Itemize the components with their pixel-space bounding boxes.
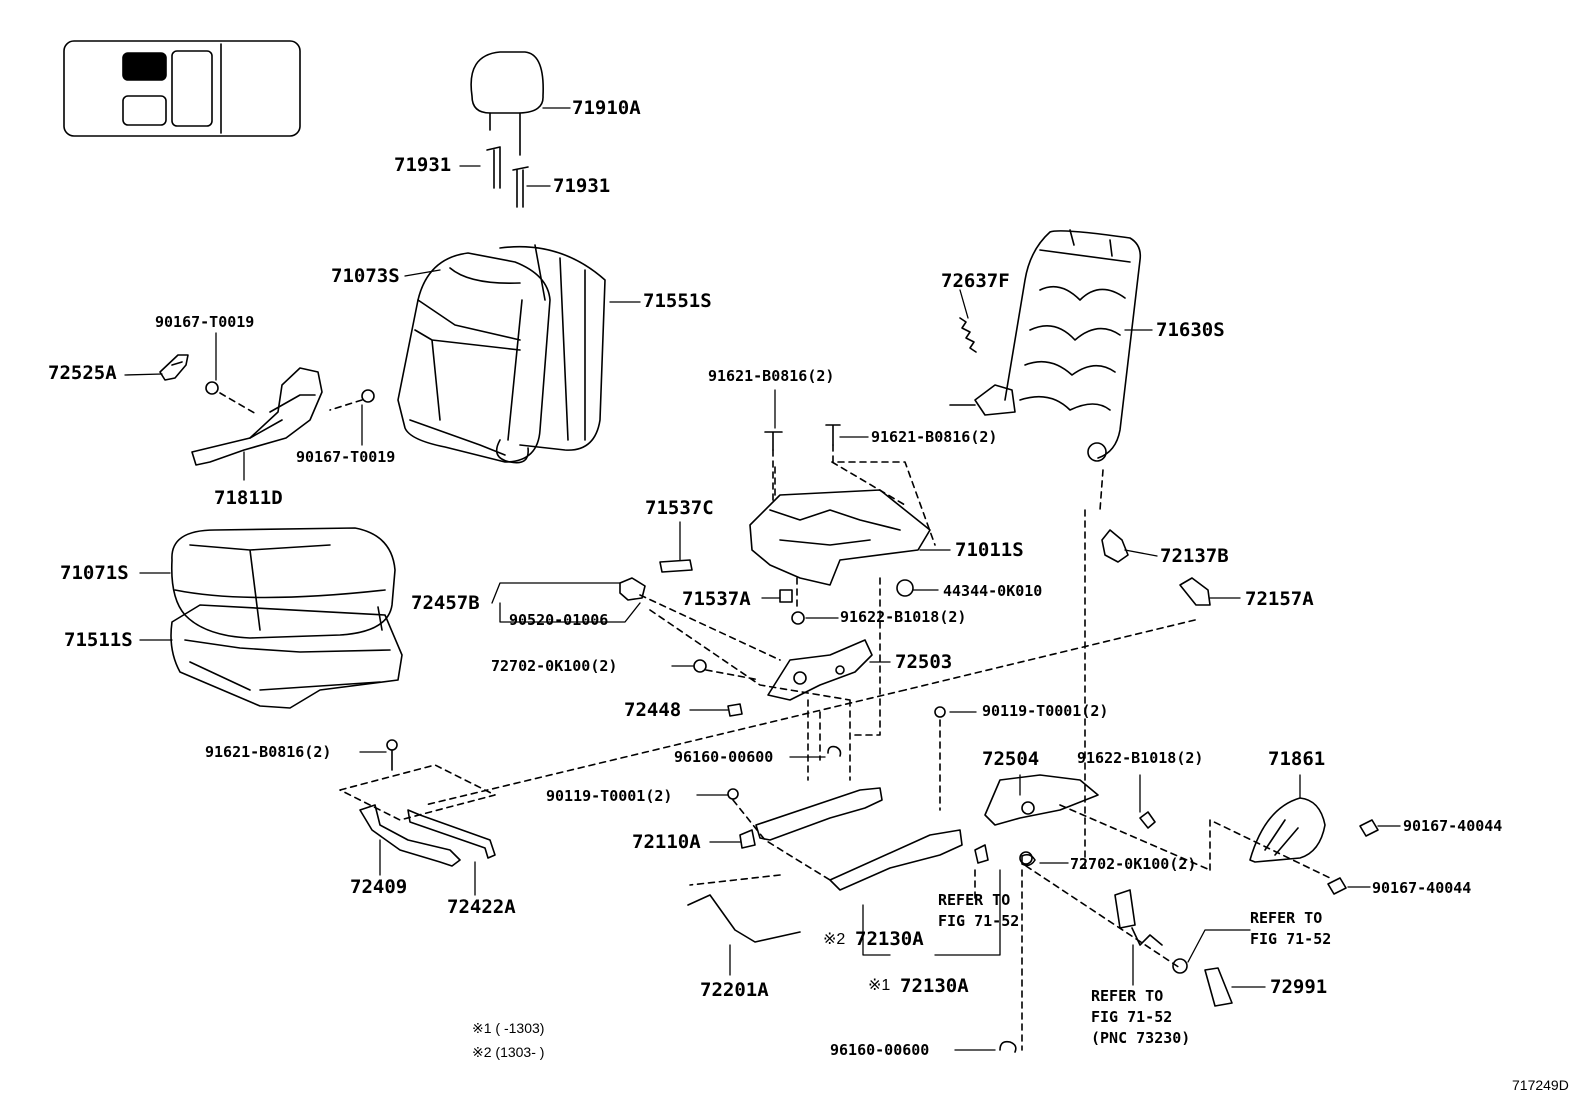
72637F-spring-shape: [959, 317, 977, 353]
part-label-90520-01006[interactable]: 90520-01006: [509, 611, 609, 629]
part-label-72448[interactable]: 72448: [624, 699, 682, 721]
bolt-91621b-shape: [825, 424, 841, 446]
part-label-71551S[interactable]: 71551S: [643, 290, 712, 312]
96160a-clip-shape: [827, 745, 842, 757]
part-label-90119-T0001-a[interactable]: 90119-T0001(2): [982, 702, 1109, 720]
part-label-96160-00600-a[interactable]: 96160-00600: [674, 748, 774, 766]
part-label-91621-B0816-b[interactable]: 91621-B0816(2): [871, 428, 998, 446]
footnote-variant-1: ※1 ( -1303): [472, 1020, 545, 1036]
refer-to-fig-note-3[interactable]: REFER TO FIG 71-52 (PNC 73230): [1091, 987, 1191, 1047]
part-label-72457B[interactable]: 72457B: [411, 592, 480, 614]
seat-track-rails-shape: [727, 706, 1156, 891]
part-label-72525A[interactable]: 72525A: [48, 362, 117, 384]
part-label-72422A[interactable]: 72422A: [447, 896, 516, 918]
dash-lines-lower: [732, 799, 1331, 1051]
part-label-90167-40044-a[interactable]: 90167-40044: [1403, 817, 1503, 835]
seatbelt-buckle-shape: [1114, 889, 1188, 974]
71537A-pad-shape: [779, 589, 793, 603]
71861-cover-shape: [1249, 797, 1379, 895]
96160b-clip-shape: [999, 1040, 1017, 1053]
part-label-91621-B0816-a[interactable]: 91621-B0816(2): [708, 367, 835, 385]
part-label-72702-0K100-a[interactable]: 72702-0K100(2): [491, 657, 618, 675]
dash-lines-upper: [772, 444, 1104, 841]
part-label-90167-40044-b[interactable]: 90167-40044: [1372, 879, 1472, 897]
72201A-wire-shape: [687, 894, 801, 943]
72137B-shape: [1101, 529, 1129, 563]
part-label-71011S[interactable]: 71011S: [955, 539, 1024, 561]
72409-rod-shape: [359, 739, 496, 867]
part-label-90119-T0001-b[interactable]: 90119-T0001(2): [546, 787, 673, 805]
part-label-72130A-variant-2[interactable]: 72130A: [855, 928, 924, 950]
part-label-71931-left[interactable]: 71931: [394, 154, 452, 176]
72448-pin-shape: [727, 703, 743, 717]
72991-cover-shape: [1204, 967, 1233, 1007]
part-label-96160-00600-b[interactable]: 96160-00600: [830, 1041, 930, 1059]
variant-mark-2: ※2: [823, 931, 846, 948]
91622a-bolt-shape: [791, 611, 805, 625]
71011S-seat-frame-shape: [749, 461, 931, 611]
72702b-bolt-shape: [1021, 853, 1036, 867]
part-label-72201A[interactable]: 72201A: [700, 979, 769, 1001]
part-label-91622-B1018-a[interactable]: 91622-B1018(2): [840, 608, 967, 626]
part-label-71910A[interactable]: 71910A: [572, 97, 641, 119]
part-label-72110A[interactable]: 72110A: [632, 831, 701, 853]
part-label-71511S[interactable]: 71511S: [64, 629, 133, 651]
bolt-91621a-shape: [764, 431, 783, 451]
refer-to-fig-note-1[interactable]: REFER TO FIG 71-52: [938, 891, 1020, 930]
72503-recliner-shape: [767, 639, 873, 701]
seatback-cover-shape: [397, 244, 606, 464]
part-label-72409[interactable]: 72409: [350, 876, 408, 898]
part-label-91622-B1018-b[interactable]: 91622-B1018(2): [1077, 749, 1204, 767]
part-label-71811D[interactable]: 71811D: [214, 487, 283, 509]
headrest-shape: [470, 51, 544, 208]
part-label-71931-right[interactable]: 71931: [553, 175, 611, 197]
dash-lines-middle: [339, 594, 1196, 886]
part-label-71537C[interactable]: 71537C: [645, 497, 714, 519]
72702a-bolt-shape: [693, 659, 707, 673]
part-label-72504[interactable]: 72504: [982, 748, 1040, 770]
seat-position-indicator: [63, 40, 301, 137]
72457B-knob-shape: [619, 577, 646, 601]
part-label-71861[interactable]: 71861: [1268, 748, 1326, 770]
part-label-72503[interactable]: 72503: [895, 651, 953, 673]
seat-cushion-shape: [170, 527, 403, 709]
part-label-71537A[interactable]: 71537A: [682, 588, 751, 610]
part-label-90167-T0019-top[interactable]: 90167-T0019: [155, 313, 255, 331]
footnote-variant-2: ※2 (1303- ): [472, 1044, 545, 1060]
part-label-72137B[interactable]: 72137B: [1160, 545, 1229, 567]
72525A-clip-shape: [159, 354, 189, 381]
part-label-90167-T0019-bottom[interactable]: 90167-T0019: [296, 448, 396, 466]
part-label-72702-0K100-b[interactable]: 72702-0K100(2): [1070, 855, 1197, 873]
diagram-id-label: 717249D: [1512, 1077, 1569, 1093]
part-label-71071S[interactable]: 71071S: [60, 562, 129, 584]
variant-mark-1: ※1: [868, 977, 891, 994]
71537C-strip-shape: [659, 559, 693, 573]
seatback-frame-shape: [949, 229, 1142, 462]
part-label-72130A-variant-1[interactable]: 72130A: [900, 975, 969, 997]
71811D-cover-shape: [191, 367, 375, 466]
72157A-shape: [1179, 577, 1211, 606]
part-label-72637F[interactable]: 72637F: [941, 270, 1010, 292]
refer-to-fig-note-2[interactable]: REFER TO FIG 71-52: [1250, 909, 1332, 948]
part-label-72157A[interactable]: 72157A: [1245, 588, 1314, 610]
part-label-91621-B0816-c[interactable]: 91621-B0816(2): [205, 743, 332, 761]
part-label-72991[interactable]: 72991: [1270, 976, 1328, 998]
part-label-71073S[interactable]: 71073S: [331, 265, 400, 287]
44344-part-shape: [896, 579, 914, 597]
part-label-44344-0K010[interactable]: 44344-0K010: [943, 582, 1043, 600]
part-label-71630S[interactable]: 71630S: [1156, 319, 1225, 341]
leader-lines: [124, 107, 1401, 1051]
